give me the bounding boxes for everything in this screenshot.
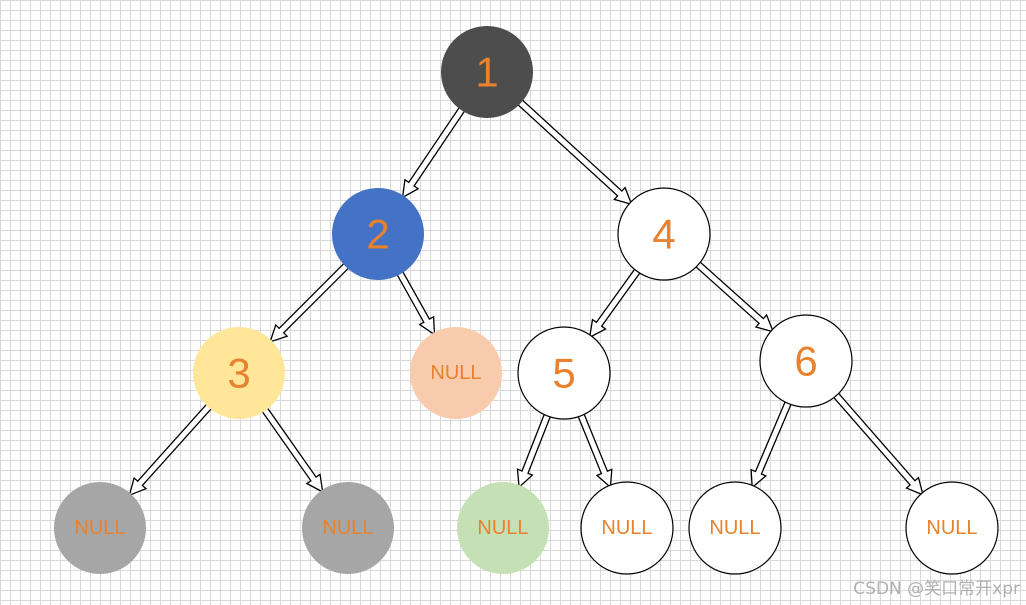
tree-node-n6: 6 — [759, 314, 853, 408]
null-label: NULL — [477, 517, 528, 539]
edge-arrow-n1-n4 — [516, 98, 633, 206]
node-value-label: 2 — [366, 211, 389, 258]
null-label: NULL — [601, 517, 652, 539]
node-circle — [410, 327, 502, 419]
node-circle — [688, 481, 782, 575]
node-circle — [54, 482, 146, 574]
tree-node-nn6: NULL — [688, 481, 782, 575]
node-value-label: 5 — [552, 350, 575, 397]
node-value-label: 6 — [794, 338, 817, 385]
node-circle — [580, 481, 674, 575]
tree-node-nn1: NULL — [410, 327, 502, 419]
tree-node-nn7: NULL — [905, 481, 999, 575]
node-circle — [302, 482, 394, 574]
node-circle — [617, 187, 711, 281]
tree-node-n1: 1 — [441, 26, 533, 118]
null-label: NULL — [74, 517, 125, 539]
node-value-label: 3 — [227, 350, 250, 397]
tree-node-n3: 3 — [193, 327, 285, 419]
tree-node-n4: 4 — [617, 187, 711, 281]
null-label: NULL — [926, 517, 977, 539]
tree-node-nn5: NULL — [580, 481, 674, 575]
null-label: NULL — [322, 517, 373, 539]
edge-arrow-n2-n3 — [269, 261, 351, 343]
node-value-label: 4 — [652, 211, 675, 258]
tree-node-nn2: NULL — [54, 482, 146, 574]
null-label: NULL — [709, 517, 760, 539]
node-circle — [517, 326, 611, 420]
node-circle — [193, 327, 285, 419]
node-circle — [905, 481, 999, 575]
tree-node-nn3: NULL — [302, 482, 394, 574]
node-circle — [441, 26, 533, 118]
edge-arrow-n1-n2 — [401, 105, 467, 199]
node-value-label: 1 — [475, 49, 498, 96]
watermark: CSDN @笑口常开xpr — [853, 579, 1020, 599]
edge-arrow-n6-nn7 — [831, 391, 924, 496]
tree-node-nn4: NULL — [457, 482, 549, 574]
edge-arrow-n3-nn3 — [260, 406, 324, 494]
tree-node-n5: 5 — [517, 326, 611, 420]
null-label: NULL — [430, 362, 481, 384]
node-circle — [759, 314, 853, 408]
edge-arrow-n4-n6 — [693, 259, 775, 333]
edge-arrow-n5-nn4 — [516, 411, 552, 489]
edge-arrow-n2-nn1 — [395, 269, 436, 336]
edge-arrow-n6-nn6 — [750, 399, 793, 489]
node-circle — [457, 482, 549, 574]
node-circle — [332, 188, 424, 280]
edge-arrow-n5-nn5 — [576, 411, 613, 489]
tree-node-n2: 2 — [332, 188, 424, 280]
edge-arrow-n4-n5 — [588, 266, 642, 339]
edge-arrow-n3-nn2 — [128, 402, 213, 497]
